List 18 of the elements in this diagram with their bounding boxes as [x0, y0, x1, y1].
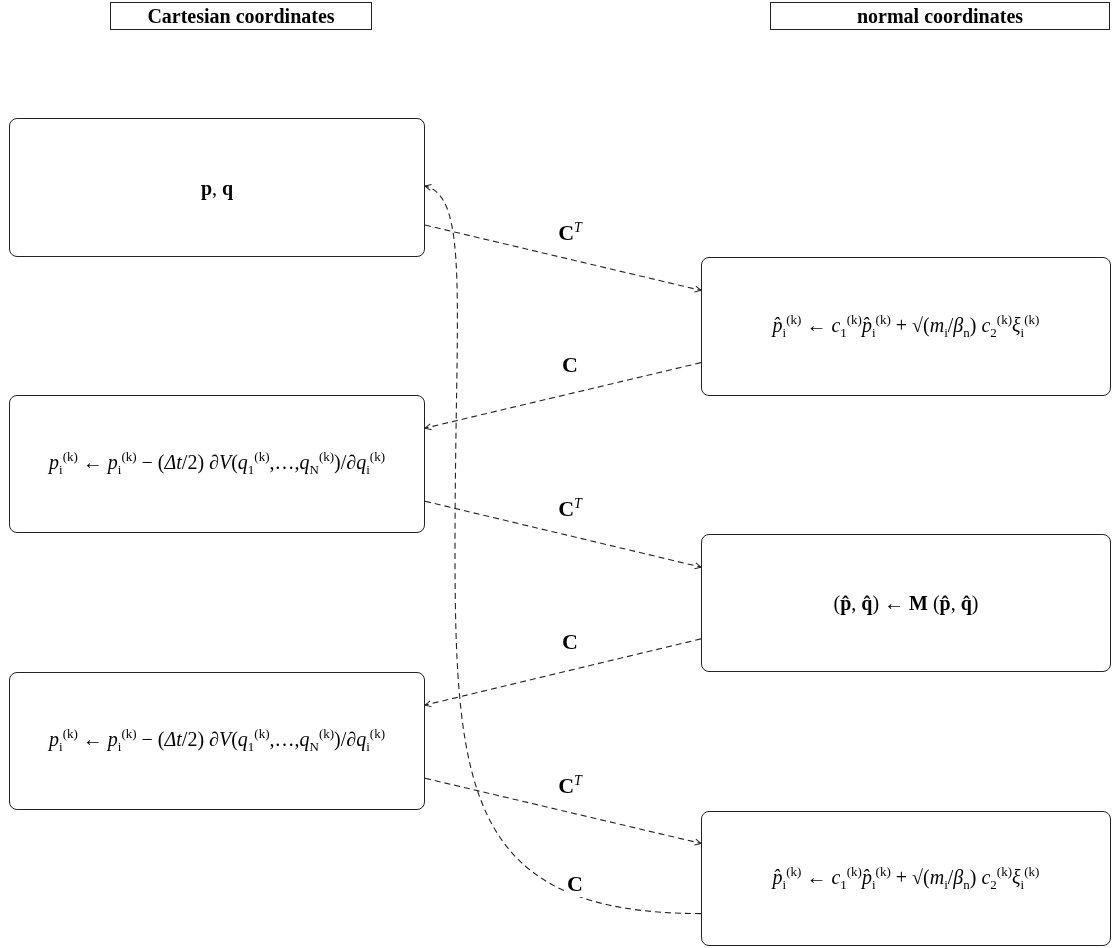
dashed-arrow — [424, 362, 702, 431]
formula-box — [9, 395, 425, 533]
formula-box — [701, 811, 1111, 946]
column-heading: Cartesian coordinates — [147, 4, 335, 29]
column-heading-box — [770, 2, 1110, 30]
column-heading: normal coordinates — [856, 4, 1024, 29]
dashed-arrow — [424, 777, 702, 846]
formula-box — [9, 118, 425, 257]
dashed-arrow — [424, 638, 702, 708]
formula-box — [701, 257, 1111, 396]
dashed-arrow — [424, 500, 702, 570]
formula-box — [701, 534, 1111, 672]
formula-box — [9, 672, 425, 810]
formula: p, q — [200, 175, 234, 201]
column-heading-box — [110, 2, 372, 30]
dashed-arrow — [424, 185, 702, 915]
formula: (p̂, q̂) ← M (p̂, q̂) — [833, 591, 979, 616]
dashed-arrow — [424, 224, 702, 293]
